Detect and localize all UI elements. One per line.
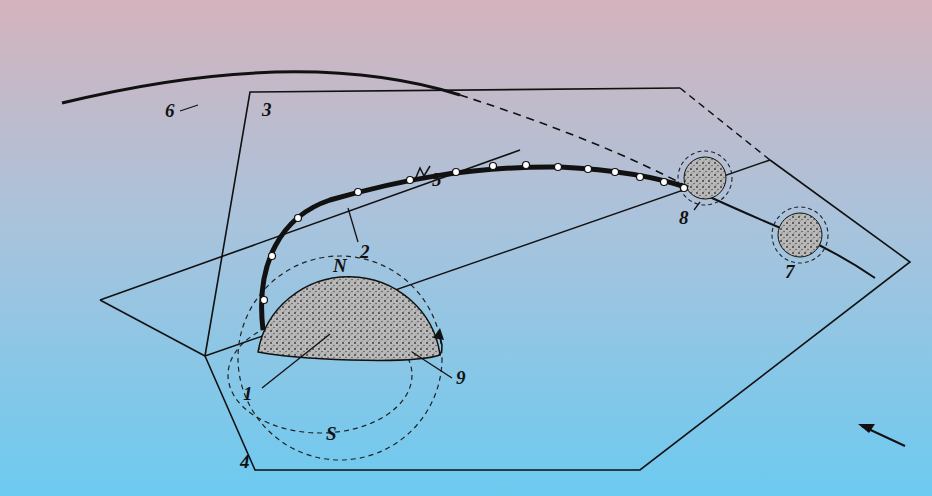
callout-number: 8 [679, 208, 689, 227]
orbit-plane [100, 160, 910, 470]
planet [258, 277, 440, 361]
callout-number: 6 [165, 101, 175, 120]
moon-sphere [772, 207, 828, 263]
sphere-of-influence [238, 256, 442, 460]
callout-number: 1 [243, 384, 253, 403]
trajectory [262, 167, 688, 330]
rotation-arrowhead [433, 328, 444, 340]
callout-number: N [333, 256, 347, 275]
orbit-plane-edge [100, 150, 520, 300]
moon-sphere [678, 151, 732, 205]
moon [684, 157, 726, 199]
moon [778, 213, 822, 257]
trajectory-points [261, 162, 688, 304]
callout-number: 3 [262, 100, 272, 119]
callout-number: 5 [432, 170, 442, 189]
orbit-curve-hidden [460, 95, 690, 188]
callout-number: 4 [240, 452, 250, 471]
event-mark [414, 166, 430, 182]
leader-lines [180, 105, 700, 388]
arrow-head [858, 424, 875, 433]
callout-number: 2 [360, 242, 370, 261]
callout-number: 9 [456, 368, 466, 387]
vertical-plane-hidden [680, 88, 770, 160]
orbit-curve [62, 72, 460, 103]
callout-number: S [326, 424, 337, 443]
callout-number: 7 [785, 262, 795, 281]
